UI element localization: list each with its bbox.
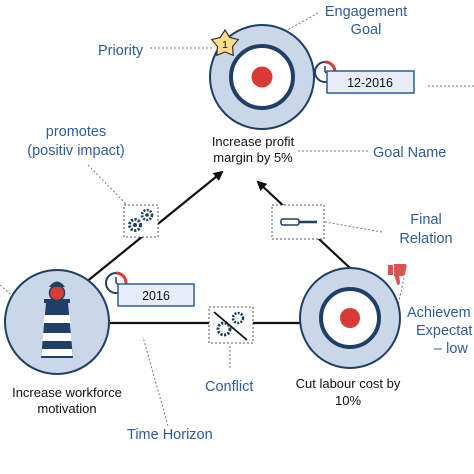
- promotes-annotation-1: promotes: [46, 124, 106, 140]
- engagement-goal-annotation-2: Goal: [351, 22, 382, 38]
- achievement-annotation-1: Achievem: [407, 305, 471, 321]
- goal-name-annotation: Goal Name: [373, 145, 446, 161]
- priority-annotation: Priority: [98, 43, 144, 59]
- annotation-leaders: [0, 12, 474, 427]
- engagement-goal-annotation-1: Engagement: [325, 4, 407, 20]
- goal-label-line-2: margin by 5%: [213, 150, 293, 165]
- promotes-annotation-2: (positiv impact): [27, 143, 125, 159]
- thumbs-down-icon: [388, 264, 407, 285]
- goal-date: 2016: [142, 289, 170, 303]
- screwdriver-icon[interactable]: [271, 204, 325, 240]
- achievement-annotation-3: – low: [434, 341, 468, 357]
- bullseye-target-icon: [209, 24, 315, 130]
- bullseye-target-icon: [299, 267, 401, 369]
- date-box[interactable]: 12-2016: [326, 70, 415, 94]
- goal-label-line-2: motivation: [37, 401, 96, 416]
- lighthouse-icon: [4, 269, 110, 375]
- crossed-gears-icon[interactable]: [208, 306, 254, 344]
- time-horizon-annotation: Time Horizon: [127, 427, 213, 443]
- goal-label-line-1: Cut labour cost by: [296, 376, 401, 391]
- goal-label-line-1: Increase profit: [212, 134, 295, 149]
- priority-star-icon: 1: [210, 28, 240, 57]
- goal-date: 12-2016: [347, 76, 393, 90]
- final-relation-annotation-2: Relation: [399, 231, 452, 247]
- priority-value: 1: [222, 39, 228, 51]
- goal-label-line-2: 10%: [335, 393, 361, 408]
- conflict-annotation: Conflict: [205, 379, 253, 395]
- goal-increase-profit[interactable]: 1 12-2016 Increase profit margin by 5%: [209, 24, 415, 165]
- achievement-annotation-2: Expectat: [416, 323, 472, 339]
- final-relation-annotation-1: Final: [410, 212, 441, 228]
- goal-cut-labour-cost[interactable]: Cut labour cost by 10%: [296, 264, 407, 408]
- goal-increase-motivation[interactable]: 2016 Increase workforce motivation: [4, 269, 195, 416]
- goal-label-line-1: Increase workforce: [12, 385, 122, 400]
- promotes-gears-icon[interactable]: [123, 204, 159, 238]
- date-box[interactable]: 2016: [117, 283, 195, 307]
